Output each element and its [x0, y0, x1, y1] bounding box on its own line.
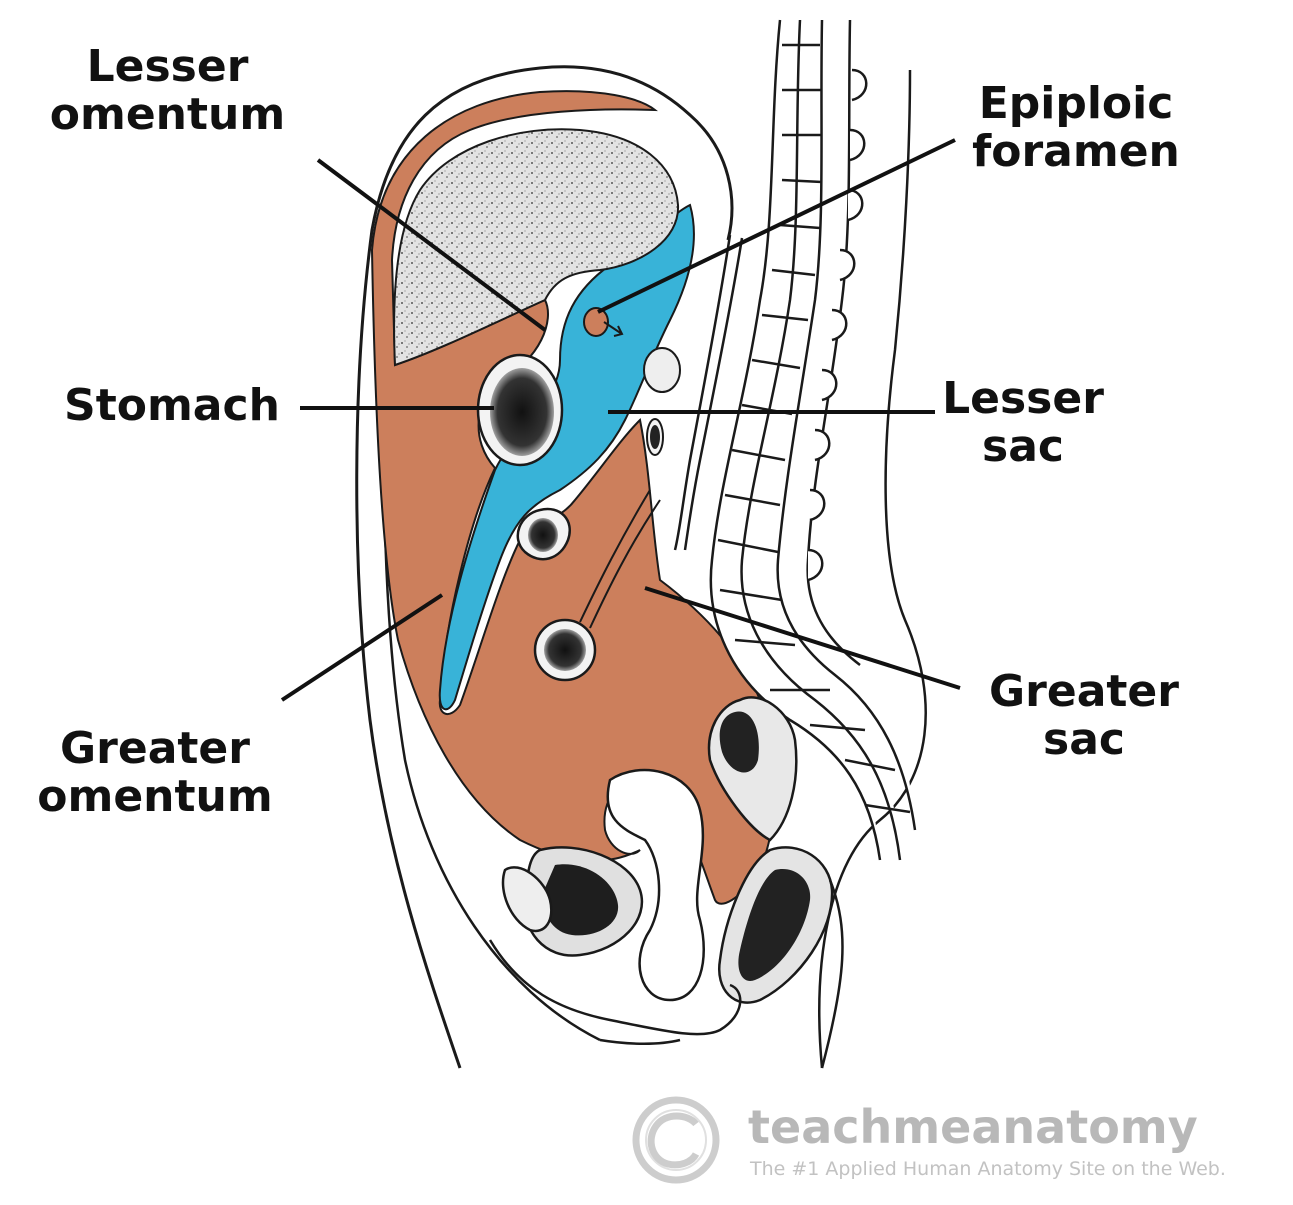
label-line: Epiploic: [978, 78, 1174, 129]
leader-greater-omentum: [280, 593, 444, 702]
buttock-contour: [820, 879, 844, 1069]
transverse-colon-lumen: [528, 518, 558, 552]
label-line: foramen: [972, 126, 1180, 177]
spinous-processes: [807, 68, 868, 582]
label-line: omentum: [37, 771, 273, 822]
label-line: Greater: [60, 723, 250, 774]
rectum-lumen: [719, 711, 759, 773]
label-line: omentum: [49, 89, 286, 140]
pelvic-floor: [488, 939, 742, 1045]
small-intestine-lumen: [544, 629, 586, 671]
label-epiploic-foramen: Epiploic foramen: [960, 80, 1192, 176]
sacrum-lumen: [738, 869, 811, 981]
leader-greater-sac: [644, 586, 961, 690]
pubic-bone: [501, 866, 553, 933]
label-stomach: Stomach: [64, 382, 280, 430]
posterior-body-line: [818, 69, 927, 1069]
bladder-lumen: [543, 864, 619, 936]
mesentery-2: [589, 499, 661, 629]
label-lesser-sac: Lesser sac: [938, 375, 1108, 471]
uterus: [606, 768, 705, 1002]
body-outline: [355, 65, 734, 1069]
label-line: Lesser: [942, 373, 1104, 424]
stomach-lumen: [490, 368, 554, 456]
aorta: [673, 234, 732, 551]
leader-epiploic-foramen: [597, 138, 956, 314]
pancreas: [643, 347, 681, 393]
epiploic-foramen: [583, 307, 609, 337]
label-line: Stomach: [64, 380, 280, 431]
label-line: sac: [1043, 714, 1125, 765]
lesser-sac-region: [438, 203, 695, 711]
label-line: Lesser: [86, 41, 249, 92]
label-line: Greater: [989, 666, 1179, 717]
watermark-brand: teachmeanatomy: [748, 1100, 1198, 1154]
label-greater-sac: Greater sac: [980, 668, 1188, 764]
leader-lesser-omentum: [316, 158, 547, 332]
label-greater-omentum: Greater omentum: [24, 725, 286, 821]
mesentery: [579, 489, 651, 623]
leader-lines: [280, 138, 961, 702]
duodenum-lumen: [650, 425, 660, 449]
label-lesser-omentum: Lesser omentum: [40, 43, 295, 139]
foramen-arrow: [603, 321, 624, 337]
label-line: sac: [982, 421, 1064, 472]
watermark-tagline: The #1 Applied Human Anatomy Site on the…: [750, 1158, 1226, 1180]
aorta-wall: [683, 237, 744, 551]
liver: [393, 128, 680, 367]
greater-sac-region: [370, 90, 776, 905]
copyright-icon: [632, 1096, 720, 1184]
